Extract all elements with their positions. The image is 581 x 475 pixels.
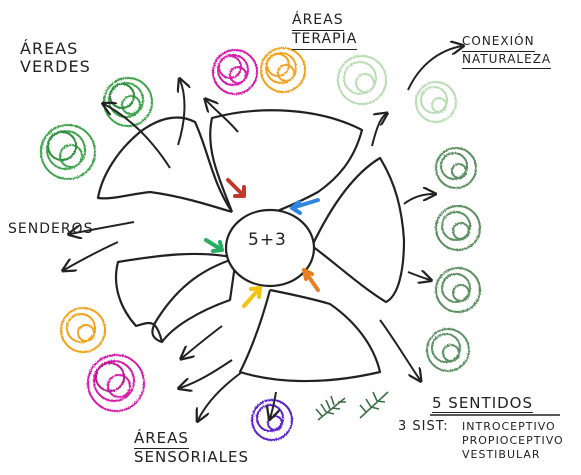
orange-arrow	[304, 270, 318, 290]
blade-right	[312, 158, 404, 302]
arrow-top-left	[178, 80, 184, 145]
label-areas-terapia-line2: TERAPIA	[292, 31, 357, 50]
green-blob-left	[41, 125, 95, 179]
green-arrow	[206, 240, 222, 251]
arrow-bottom-left-2	[180, 360, 232, 388]
arrow-right-bottom	[408, 272, 430, 280]
blade-left	[98, 117, 232, 212]
green-blob-right-column	[427, 148, 480, 371]
arrow-bottom-left-1	[182, 326, 222, 358]
label-areas-terapia: ÁREAS TERAPIA	[292, 12, 357, 50]
orange-blob-top	[261, 48, 305, 92]
label-conexion-line2: NATURALEZA	[462, 52, 551, 70]
label-conexion-line1: CONEXIÓN	[462, 34, 535, 52]
arrow-left-down	[64, 242, 118, 270]
blade-bottom	[240, 290, 380, 381]
label-sensoriales-line2: SENSORIALES	[134, 449, 249, 466]
label-areas-verdes-line2: VERDES	[20, 58, 91, 76]
arrow-right-top	[404, 194, 434, 204]
label-areas-verdes-line1: ÁREAS	[20, 40, 91, 58]
label-5-sentidos: 5 SENTIDOS	[432, 396, 533, 413]
label-3-sist: 3 SIST:	[398, 420, 449, 433]
label-senderos: SENDEROS	[8, 222, 93, 236]
pale-green-blob-top-right	[338, 56, 386, 104]
label-sensoriales-line1: ÁREAS	[134, 430, 189, 449]
label-introceptivo: INTROCEPTIVO	[462, 420, 564, 434]
label-vestibular: VESTIBULAR	[462, 448, 564, 462]
label-areas-verdes: ÁREAS VERDES	[20, 40, 91, 77]
label-conexion-naturaleza: CONEXIÓN NATURALEZA	[462, 34, 551, 69]
blade-bottom-left	[152, 258, 236, 342]
red-arrow	[228, 180, 244, 196]
magenta-blob-top	[213, 50, 257, 94]
yellow-arrow	[244, 288, 260, 306]
magenta-blob-bottom-left	[88, 355, 144, 411]
pale-green-blob-right	[416, 82, 456, 122]
purple-blob-bottom	[252, 400, 292, 440]
label-areas-sensoriales: ÁREAS SENSORIALES	[134, 430, 249, 465]
arrow-to-5-sentidos	[380, 320, 420, 380]
arrow-up-right	[372, 114, 386, 146]
center-label: 5+3	[248, 232, 287, 249]
label-areas-terapia-line1: ÁREAS	[292, 12, 344, 31]
fern-sketch-bottom	[316, 392, 388, 420]
orange-blob-bottom-left	[61, 308, 105, 352]
arrow-to-sensoriales	[198, 372, 242, 420]
label-propioceptivo: PROPIOCEPTIVO	[462, 434, 564, 448]
arrow-to-conexion	[408, 46, 462, 90]
label-sistemas-list: INTROCEPTIVO PROPIOCEPTIVO VESTIBULAR	[462, 420, 564, 461]
